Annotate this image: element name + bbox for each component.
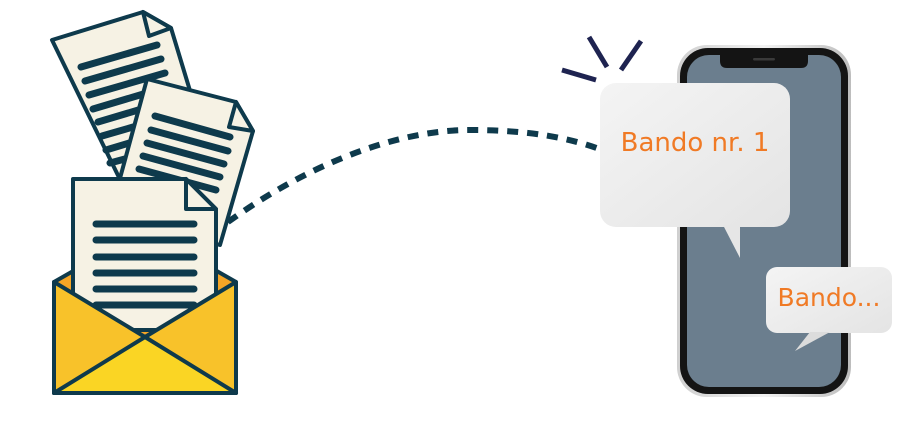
phone-speaker (753, 58, 775, 61)
speech-bubble-primary (600, 83, 790, 258)
document-front (71, 177, 218, 332)
envelope-with-documents-icon (50, 10, 255, 395)
dashed-connector (226, 126, 604, 225)
alert-burst-icon (561, 35, 644, 83)
bubble-secondary-text: Bando... (777, 283, 881, 312)
bubble-primary-text: Bando nr. 1 (620, 128, 770, 158)
speech-bubble-secondary (766, 267, 892, 351)
phone-notch (720, 55, 808, 68)
envelope-bottom-flap (52, 335, 238, 395)
